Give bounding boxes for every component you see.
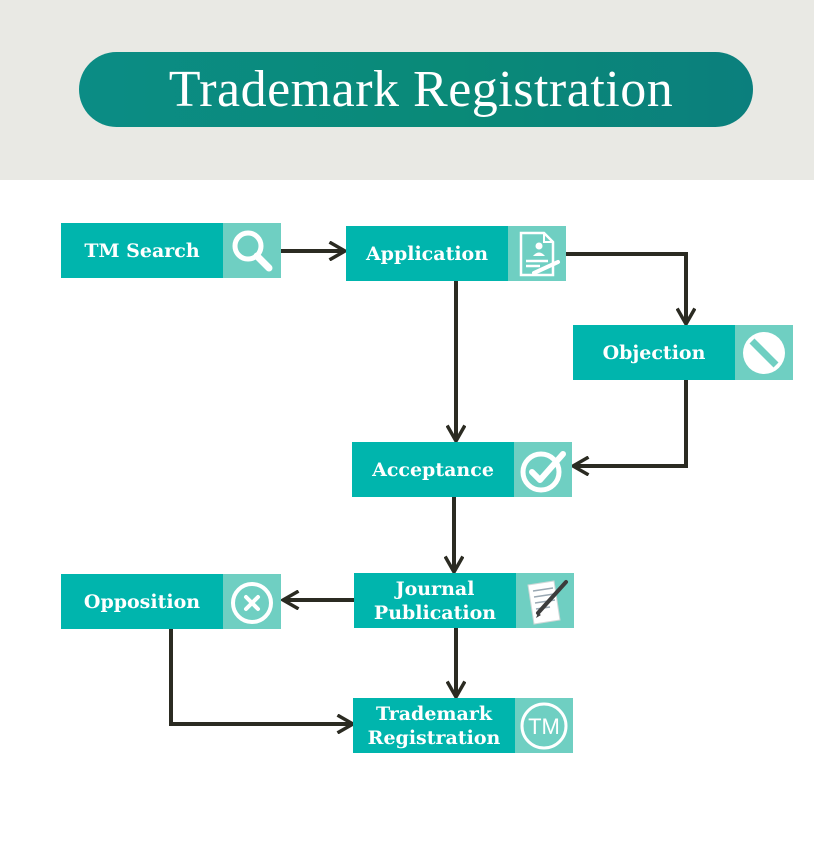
edge-objection-to-acceptance xyxy=(573,380,688,466)
node-opposition: Opposition xyxy=(61,574,281,629)
node-trademark-registration-label: Trademark Registration xyxy=(367,702,501,749)
node-objection-label: Objection xyxy=(602,341,706,364)
node-tm-search: TM Search xyxy=(61,223,281,278)
node-objection: Objection xyxy=(573,325,793,380)
node-application-label: Application xyxy=(365,242,489,265)
search-icon xyxy=(232,230,273,271)
node-application: Application xyxy=(346,226,566,281)
checkmark-circle-icon xyxy=(520,450,566,492)
node-acceptance-label: Acceptance xyxy=(372,458,494,481)
node-journal-publication: Journal Publication xyxy=(354,573,574,628)
tm-symbol-text: TM xyxy=(528,714,560,739)
page-title: Trademark Registration xyxy=(168,61,674,118)
document-pen-icon xyxy=(527,579,568,625)
edge-application-to-objection xyxy=(566,252,686,324)
node-journal-publication-label: Journal Publication xyxy=(373,577,497,624)
title-banner: Trademark Registration xyxy=(79,52,753,127)
tm-icon: TM xyxy=(520,702,568,749)
x-circle-icon xyxy=(231,581,273,624)
node-trademark-registration: Trademark Registration TM xyxy=(353,698,573,753)
node-acceptance: Acceptance xyxy=(352,442,572,497)
prohibited-icon xyxy=(743,331,785,374)
node-tm-search-label: TM Search xyxy=(84,239,200,262)
edge-opposition-to-registration xyxy=(169,629,353,724)
document-form-icon xyxy=(519,231,560,276)
node-opposition-label: Opposition xyxy=(83,590,201,613)
